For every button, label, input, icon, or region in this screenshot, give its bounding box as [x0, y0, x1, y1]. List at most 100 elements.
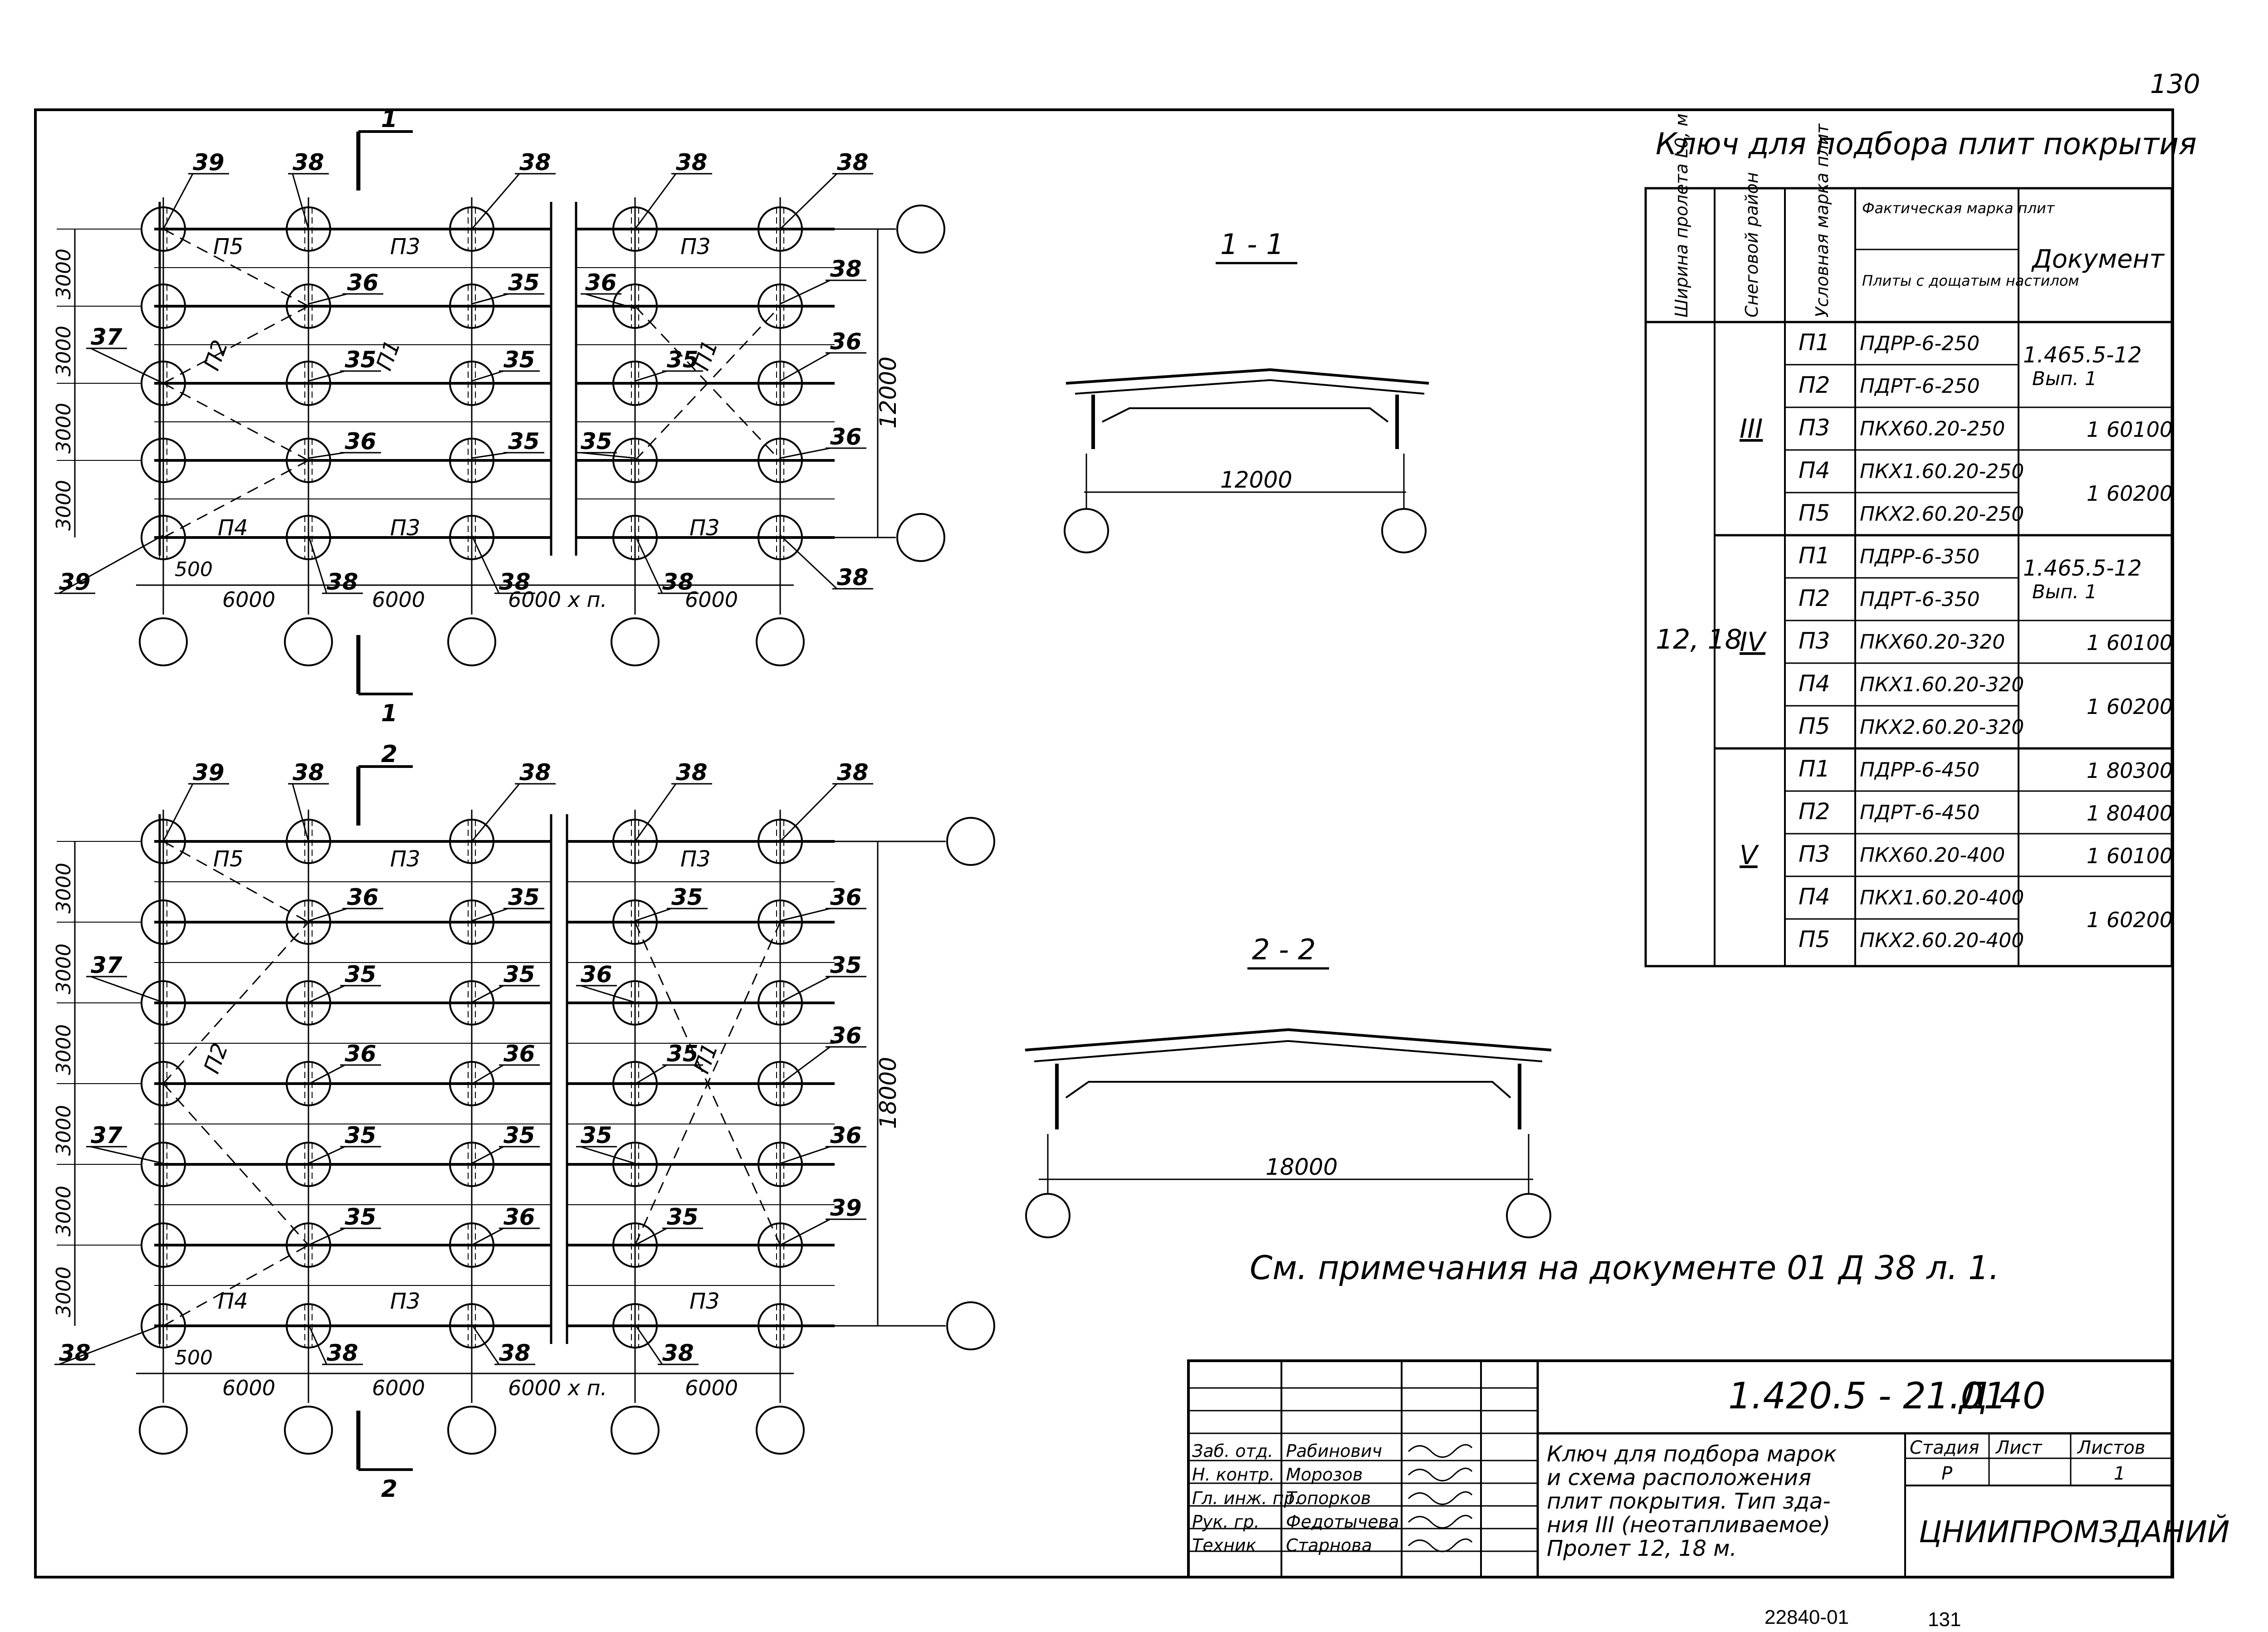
callout-leader: [308, 293, 347, 305]
row-dim: 3000: [52, 863, 75, 914]
callout-leader: [634, 783, 677, 842]
page-number-top: 130: [2150, 68, 2200, 99]
axis-bubble: [611, 1406, 660, 1455]
callout-leader: [292, 173, 309, 230]
connection-node: [758, 1303, 803, 1349]
slab-label: П3: [390, 1289, 420, 1314]
callout-leader: [471, 535, 500, 594]
callout-number: 38: [499, 1340, 531, 1366]
connection-node: [758, 1142, 803, 1187]
callout-number: 36: [345, 1041, 376, 1067]
axis-bubble: [447, 1406, 496, 1455]
overall-dim: 18000: [875, 1057, 901, 1129]
cond-mark: П3: [1799, 628, 1830, 654]
staff-name: Рабинович: [1286, 1441, 1382, 1461]
slab-label: П4: [218, 515, 248, 541]
connection-node: [612, 1222, 658, 1268]
callout-leader: [635, 1064, 667, 1085]
callout-number: 36: [503, 1041, 535, 1067]
callout-leader: [580, 985, 635, 1003]
callout-leader: [471, 783, 520, 842]
overall-dim: 12000: [875, 357, 901, 429]
callout-leader: [471, 452, 508, 459]
callout-number: 39: [193, 759, 225, 786]
connection-node: [286, 515, 331, 560]
callout-number: 38: [293, 149, 324, 176]
connection-node: [449, 899, 494, 945]
callout-leader: [292, 783, 309, 842]
brace-line: [163, 228, 309, 307]
callout-number: 35: [503, 961, 535, 987]
document-ref: 1 60100: [2087, 844, 2173, 868]
connection-node: [286, 899, 331, 945]
connection-node: [141, 206, 186, 252]
staff-name: Морозов: [1286, 1465, 1363, 1485]
callout-number: 35: [581, 1122, 612, 1148]
callout-number: 38: [499, 569, 531, 595]
connection-node: [758, 283, 803, 329]
connection-node: [612, 899, 658, 945]
connection-node: [141, 1222, 186, 1268]
connection-node: [286, 361, 331, 406]
archive-number: 22840-01: [1765, 1606, 1849, 1628]
callout-number: 36: [585, 269, 617, 296]
callout-leader: [780, 1046, 831, 1085]
cond-mark: П4: [1799, 884, 1830, 910]
callout-leader: [780, 908, 831, 922]
cond-mark: П1: [1799, 329, 1830, 356]
callout-leader: [779, 534, 838, 590]
axis-bubble: [139, 1406, 188, 1455]
connection-node: [758, 1061, 803, 1106]
callout-number: 38: [837, 759, 869, 786]
organization: ЦНИИПРОМЗДАНИЙ: [1919, 1514, 2229, 1549]
connection-node: [286, 819, 331, 864]
document-ref: 1 60200: [2087, 694, 2173, 719]
connection-node: [141, 515, 186, 560]
connection-node: [449, 1222, 494, 1268]
snow-region: III: [1740, 413, 1763, 444]
row-dim: 3000: [52, 1105, 75, 1156]
callout-leader: [90, 976, 164, 1003]
document-ref: 1 80400: [2087, 801, 2173, 826]
cond-mark: П1: [1799, 756, 1830, 782]
connection-node: [758, 819, 803, 864]
connection-node: [758, 980, 803, 1026]
connection-node: [286, 1142, 331, 1187]
document-ref: 1 60100: [2087, 630, 2173, 655]
actual-mark: ПКХ60.20-250: [1860, 417, 2005, 440]
connection-node: [141, 1061, 186, 1106]
callout-number: 35: [508, 884, 540, 910]
connection-node: [449, 1061, 494, 1106]
callout-number: 38: [327, 569, 358, 595]
row-dim: 3000: [52, 943, 75, 994]
connection-node: [286, 438, 331, 483]
callout-number: 36: [503, 1204, 535, 1230]
actual-mark: ПДРР-6-450: [1860, 758, 1980, 782]
signature: [1408, 1444, 1473, 1458]
callout-leader: [308, 985, 345, 1003]
callout-leader: [780, 1218, 831, 1246]
callout-leader: [580, 452, 635, 459]
axis-bubble: [447, 617, 496, 666]
actual-mark: ПКХ2.60.20-320: [1860, 716, 2024, 739]
document-ref: 1 60200: [2087, 481, 2173, 506]
stage-value: Р: [1941, 1463, 1953, 1484]
cond-mark: П4: [1799, 670, 1830, 697]
callout-number: 35: [581, 428, 612, 454]
cond-mark: П3: [1799, 415, 1830, 441]
callout-number: 38: [830, 256, 862, 282]
callout-number: 35: [508, 269, 540, 296]
header-actual-mark: Фактическая марка плит: [1862, 200, 2055, 217]
staff-role: Заб. отд.: [1192, 1441, 1273, 1461]
callout-leader: [308, 1146, 345, 1164]
callout-leader: [308, 1324, 327, 1365]
connection-node: [141, 283, 186, 329]
doc-code: 1.420.5 - 21.01: [1728, 1375, 2007, 1417]
description-line: Пролет 12, 18 м.: [1547, 1536, 1737, 1561]
connection-node: [758, 515, 803, 560]
connection-node: [612, 980, 658, 1026]
cond-mark: П1: [1799, 542, 1830, 569]
connection-node: [449, 980, 494, 1026]
callout-number: 35: [508, 428, 540, 454]
